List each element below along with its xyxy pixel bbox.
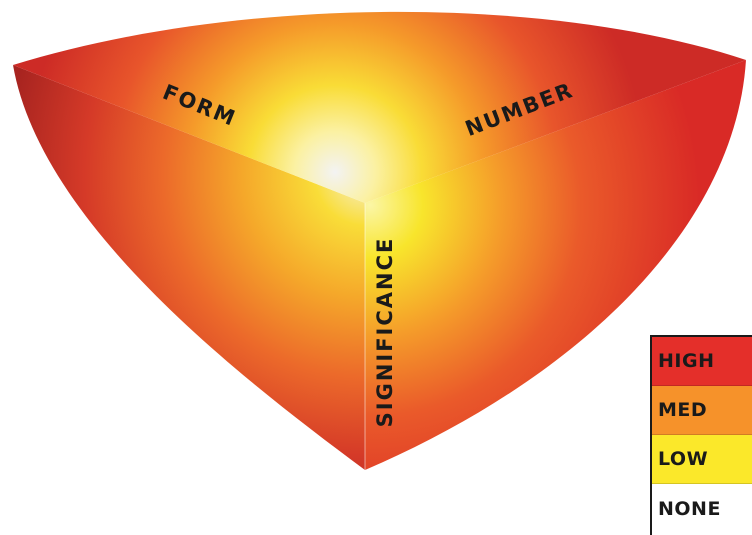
legend-item-low: LOW	[652, 435, 752, 484]
legend-item-high: HIGH	[652, 337, 752, 386]
legend: HIGH MED LOW NONE	[650, 335, 752, 535]
legend-label-none: NONE	[658, 497, 721, 520]
legend-item-none: NONE	[652, 484, 752, 533]
significance-label: SIGNIFICANCE	[373, 237, 397, 428]
legend-label-med: MED	[658, 399, 708, 421]
legend-item-med: MED	[652, 386, 752, 435]
legend-label-low: LOW	[658, 448, 709, 470]
legend-label-high: HIGH	[658, 350, 715, 372]
top-face	[13, 11, 746, 203]
left-face	[13, 65, 365, 470]
right-face	[365, 60, 746, 470]
